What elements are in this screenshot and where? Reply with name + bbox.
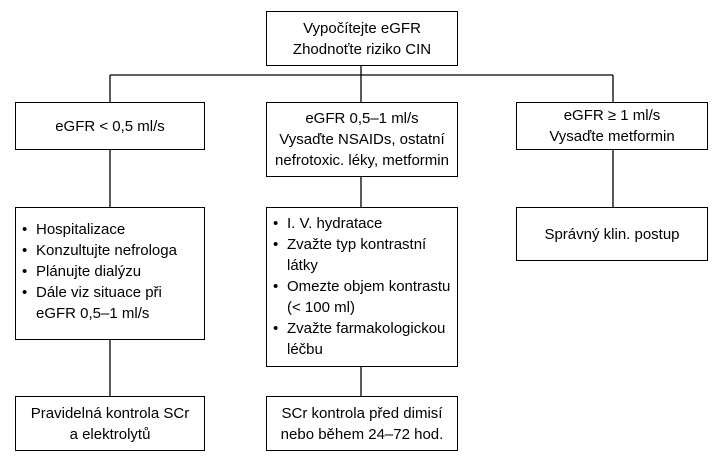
list-item: I. V. hydratace (272, 213, 457, 234)
left-header-box: eGFR < 0,5 ml/s (15, 102, 205, 150)
right-header-line-1: eGFR ≥ 1 ml/s (563, 107, 661, 124)
middle-header-line-2: Vysaďte NSAIDs, ostatní (279, 131, 445, 148)
left-actions-box: Hospitalizace Konzultujte nefrologa Plán… (15, 207, 205, 340)
middle-footer-line-2: nebo během 24–72 hod. (280, 425, 444, 443)
left-footer-line-1: Pravidelná kontrola SCr (30, 404, 190, 422)
middle-footer-line-1: SCr kontrola před dimisí (281, 404, 443, 422)
middle-header-line-3: nefrotoxic. léky, metformin (275, 152, 449, 169)
right-header-line-2: Vysaďte metformin (549, 128, 675, 145)
list-item: Zvažte typ kontrastní látky (272, 234, 457, 276)
right-action-box: Správný klin. postup (516, 207, 708, 261)
top-line-2: Zhodnoťte riziko CIN (292, 40, 432, 58)
list-item: Zvažte farmakologickou léčbu (272, 318, 457, 360)
middle-actions-box: I. V. hydratace Zvažte typ kontrastní lá… (266, 207, 458, 367)
middle-header-box: eGFR 0,5–1 ml/s Vysaďte NSAIDs, ostatní … (266, 102, 458, 177)
left-footer-line-2: a elektrolytů (69, 425, 151, 443)
list-item: Konzultujte nefrologa (21, 240, 204, 261)
top-box: Vypočítejte eGFR Zhodnoťte riziko CIN (266, 11, 458, 66)
left-footer-box: Pravidelná kontrola SCr a elektrolytů (15, 396, 205, 451)
middle-actions-list: I. V. hydratace Zvažte typ kontrastní lá… (272, 213, 457, 360)
list-item: Hospitalizace (21, 219, 204, 240)
left-header-text: eGFR < 0,5 ml/s (55, 117, 165, 135)
middle-header-line-1: eGFR 0,5–1 ml/s (305, 110, 419, 127)
right-action-text: Správný klin. postup (544, 225, 680, 243)
middle-footer-box: SCr kontrola před dimisí nebo během 24–7… (266, 396, 458, 451)
list-item: Omezte objem kontrastu (< 100 ml) (272, 276, 457, 318)
right-header-box: eGFR ≥ 1 ml/s Vysaďte metformin (516, 102, 708, 150)
list-item: Plánujte dialýzu (21, 261, 204, 282)
list-item: Dále viz situace při eGFR 0,5–1 ml/s (21, 282, 204, 324)
top-line-1: Vypočítejte eGFR (303, 19, 421, 37)
left-actions-list: Hospitalizace Konzultujte nefrologa Plán… (21, 219, 204, 324)
